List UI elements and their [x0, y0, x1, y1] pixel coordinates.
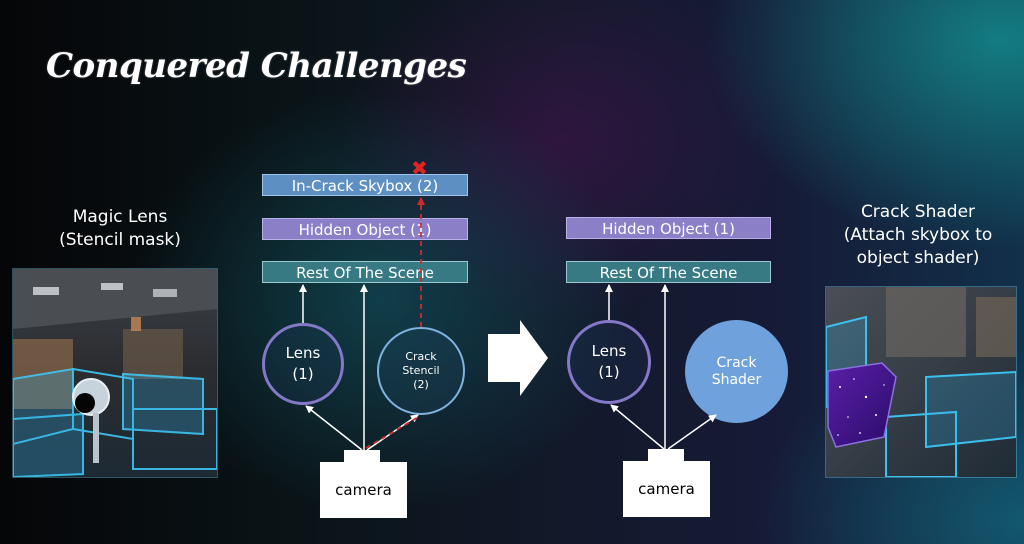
right-arrow-icon — [488, 320, 548, 396]
crack-shader-circle-label-1: Crack — [716, 354, 757, 371]
arrow-camera-to-shader — [667, 414, 717, 450]
hidden-object-box-left: Hidden Object (1) — [262, 218, 468, 240]
camera-lens-notch-right — [648, 449, 684, 461]
magic-lens-label: Magic Lens (Stencil mask) — [40, 206, 200, 252]
camera-lens-notch-left — [344, 450, 380, 462]
rest-of-scene-box-left: Rest Of The Scene — [262, 261, 468, 283]
crack-shader-label: Crack Shader (Attach skybox to object sh… — [820, 201, 1016, 270]
crack-stencil-label-1: Crack — [405, 350, 437, 363]
in-crack-skybox-box: In-Crack Skybox (2) — [262, 174, 468, 196]
rest-of-scene-box-right: Rest Of The Scene — [566, 261, 771, 283]
hidden-object-box-right: Hidden Object (1) — [566, 217, 771, 239]
crack-stencil-circle: Crack Stencil (2) — [377, 327, 465, 415]
arrow-camera-to-lens-left — [305, 405, 363, 451]
crack-shader-subtitle-1: (Attach skybox to — [843, 225, 993, 245]
page-title: Conquered Challenges — [46, 46, 467, 86]
lens-label-right: Lens — [591, 342, 627, 360]
crack-shader-circle: Crack Shader — [685, 320, 788, 423]
lens-order-right: (1) — [598, 363, 620, 381]
lens-order-left: (1) — [292, 365, 314, 383]
crack-shader-subtitle-2: object shader) — [856, 248, 980, 268]
crack-stencil-label-2: Stencil — [402, 364, 440, 377]
magic-lens-screenshot — [12, 268, 218, 478]
arrow-camera-to-lens-right — [610, 404, 665, 450]
magic-lens-subtitle: (Stencil mask) — [59, 230, 181, 250]
camera-box-right: camera — [623, 461, 710, 517]
lens-circle-right: Lens (1) — [567, 320, 651, 404]
crack-shader-screenshot — [825, 286, 1017, 478]
lens-circle-left: Lens (1) — [262, 323, 344, 405]
crack-shader-title: Crack Shader — [860, 202, 976, 222]
crack-stencil-order: (2) — [413, 378, 429, 391]
blocked-x-icon: ✖ — [411, 156, 428, 180]
dashed-arrow-camera — [365, 415, 421, 449]
magic-lens-title: Magic Lens — [72, 207, 168, 227]
lens-label-left: Lens — [285, 344, 321, 362]
camera-box-left: camera — [320, 462, 407, 518]
crack-shader-circle-label-2: Shader — [711, 371, 762, 388]
